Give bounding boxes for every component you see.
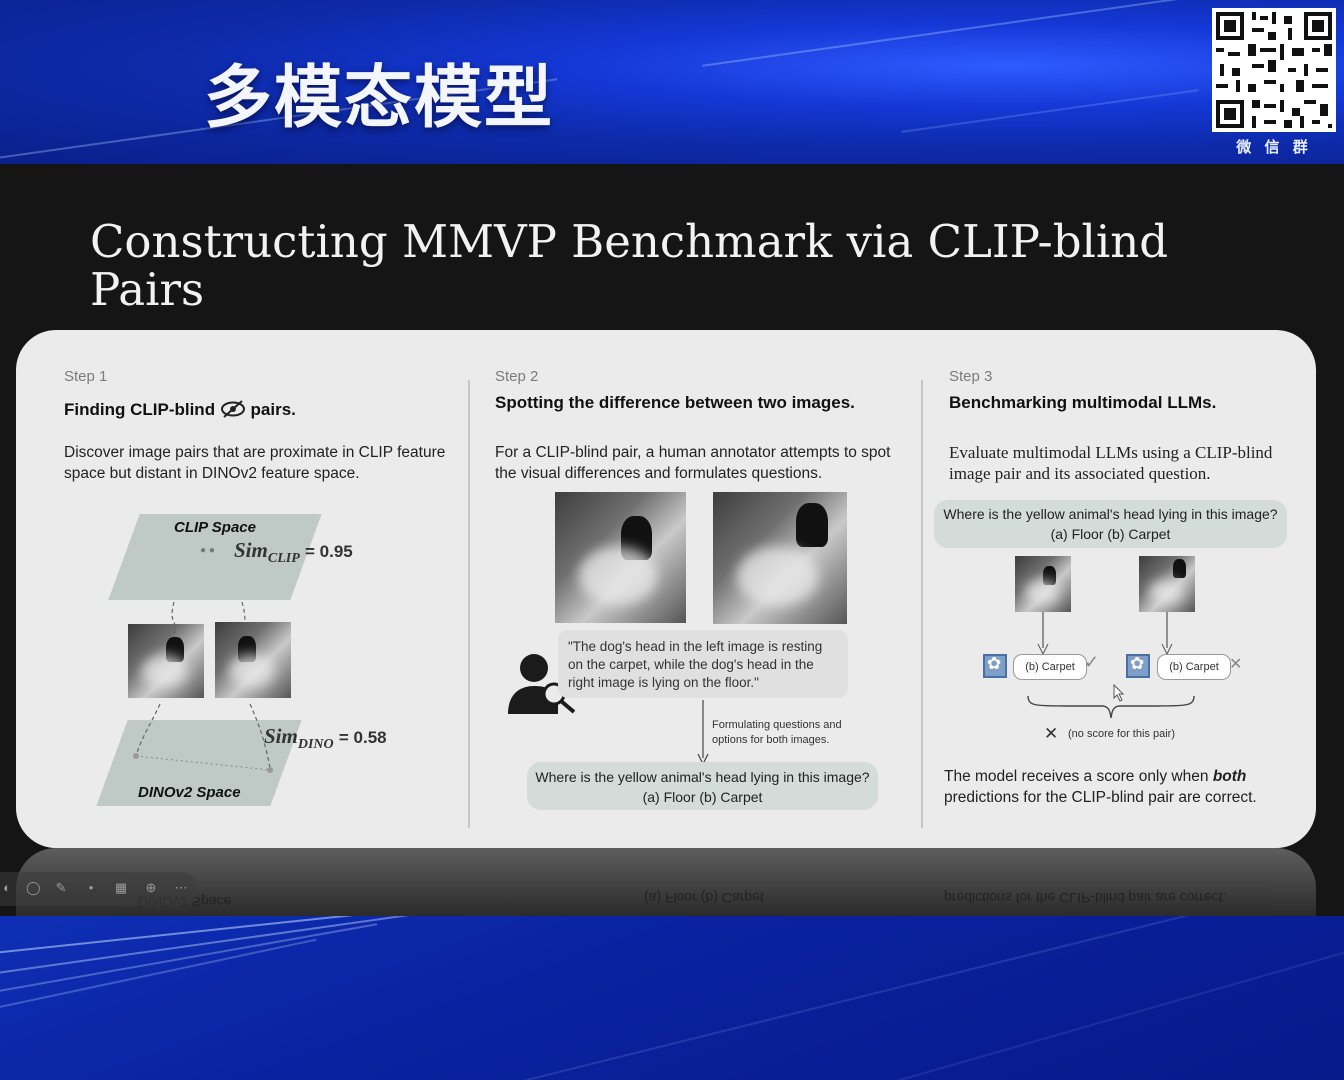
presentation-toolbar: ◐ ◯ ✎ • ▦ ⊕ ⋯	[0, 872, 198, 906]
pen-icon[interactable]: ✎	[55, 880, 67, 895]
step3-image-left	[1015, 556, 1071, 612]
dino-space-label: DINOv2 Space	[138, 784, 241, 801]
step3-arrows	[1037, 612, 1173, 656]
step3-description: Evaluate multimodal LLMs using a CLIP-bl…	[949, 443, 1273, 483]
clip-points: ● ●	[200, 545, 215, 556]
sim-clip-subscript: CLIP	[267, 551, 300, 566]
sim-dino-base: Sim	[264, 724, 298, 748]
step3-image-right	[1139, 556, 1195, 612]
projection-lines	[133, 601, 273, 773]
step3-options: (a) Floor (b) Carpet	[1050, 526, 1171, 542]
no-score-note: (no score for this pair)	[1068, 728, 1175, 740]
step3-heading: Benchmarking multimodal LLMs.	[949, 393, 1217, 412]
step1-description: Discover image pairs that are proximate …	[64, 444, 446, 482]
bottom-background	[0, 916, 1344, 1080]
card-reflection: DINOv2 Space (a) Floor (b) Carpet predic…	[16, 848, 1316, 916]
step1-heading-suffix: pairs.	[250, 400, 296, 419]
more-icon[interactable]: ⋯	[174, 880, 188, 895]
prev-icon[interactable]: ◐	[3, 880, 11, 895]
sim-dino: SimDINO = 0.58	[264, 724, 387, 753]
slide-title: Constructing MMVP Benchmark via CLIP-bli…	[90, 215, 1169, 316]
formulating-note-line2: options for both images.	[712, 734, 830, 746]
step2-description: For a CLIP-blind pair, a human annotator…	[495, 444, 891, 482]
reflection-text-center: (a) Floor (b) Carpet	[644, 890, 764, 906]
column-divider	[921, 380, 923, 828]
sim-clip: SimCLIP = 0.95	[234, 538, 353, 567]
formulating-note: Formulating questions and options for bo…	[712, 718, 842, 748]
step2-image-left	[555, 492, 686, 623]
zoom-icon[interactable]: ⊕	[145, 880, 157, 895]
prediction-left: (b) Carpet	[1013, 654, 1087, 680]
column-divider	[468, 380, 470, 828]
step1-image-left	[128, 624, 204, 698]
step3-question-bubble: Where is the yellow animal's head lying …	[934, 500, 1287, 548]
conclusion-part1: The model receives a score only when	[944, 768, 1213, 785]
prediction-right: (b) Carpet	[1157, 654, 1231, 680]
no-score-cross-icon: ✕	[1044, 724, 1059, 743]
step1-heading: Finding CLIP-blind pairs.	[64, 399, 296, 420]
step1-heading-text: Finding CLIP-blind	[64, 400, 216, 419]
sim-clip-value: = 0.95	[305, 542, 353, 561]
cross-icon: ✕	[1229, 656, 1243, 673]
step2-label: Step 2	[495, 368, 539, 385]
pointer-icon[interactable]: •	[88, 880, 94, 895]
step3-label: Step 3	[949, 368, 993, 385]
record-icon[interactable]: ◯	[26, 880, 41, 895]
step2-heading: Spotting the difference between two imag…	[495, 393, 855, 412]
step3-question: Where is the yellow animal's head lying …	[943, 506, 1278, 522]
clip-space-label: CLIP Space	[174, 519, 256, 536]
step2-image-right	[713, 492, 847, 624]
sim-dino-subscript: DINO	[297, 737, 334, 752]
step2-question: Where is the yellow animal's head lying …	[535, 769, 870, 785]
cursor-icon	[1113, 684, 1125, 702]
banner-title: 多模态模型	[204, 59, 555, 138]
check-icon: ✓	[1084, 652, 1100, 672]
annotator-quote: "The dog's head in the left image is res…	[558, 630, 848, 698]
reflection-text-right: predictions for the CLIP-blind pair are …	[944, 890, 1227, 906]
sim-clip-base: Sim	[234, 538, 268, 562]
sim-dino-value: = 0.58	[338, 728, 387, 747]
top-banner: 多模态模型	[0, 0, 1344, 164]
openai-icon	[983, 654, 1007, 678]
conclusion-bold: both	[1212, 768, 1247, 785]
step1-image-right	[215, 622, 291, 698]
eye-slash-icon	[220, 400, 245, 418]
qr-code	[1212, 8, 1336, 132]
qr-caption: 微 信 群	[1236, 138, 1312, 156]
step2-options: (a) Floor (b) Carpet	[642, 789, 763, 805]
brace	[1027, 695, 1195, 719]
step1-label: Step 1	[64, 368, 108, 385]
step2-question-bubble: Where is the yellow animal's head lying …	[527, 762, 878, 810]
qr-code-graphic	[1212, 8, 1336, 132]
down-arrow	[697, 700, 709, 766]
formulating-note-line1: Formulating questions and	[712, 719, 842, 731]
grid-icon[interactable]: ▦	[114, 880, 128, 895]
openai-icon	[1126, 654, 1150, 678]
step3-conclusion: The model receives a score only when bot…	[944, 766, 1284, 808]
conclusion-part2: predictions for the CLIP-blind pair are …	[944, 789, 1257, 806]
